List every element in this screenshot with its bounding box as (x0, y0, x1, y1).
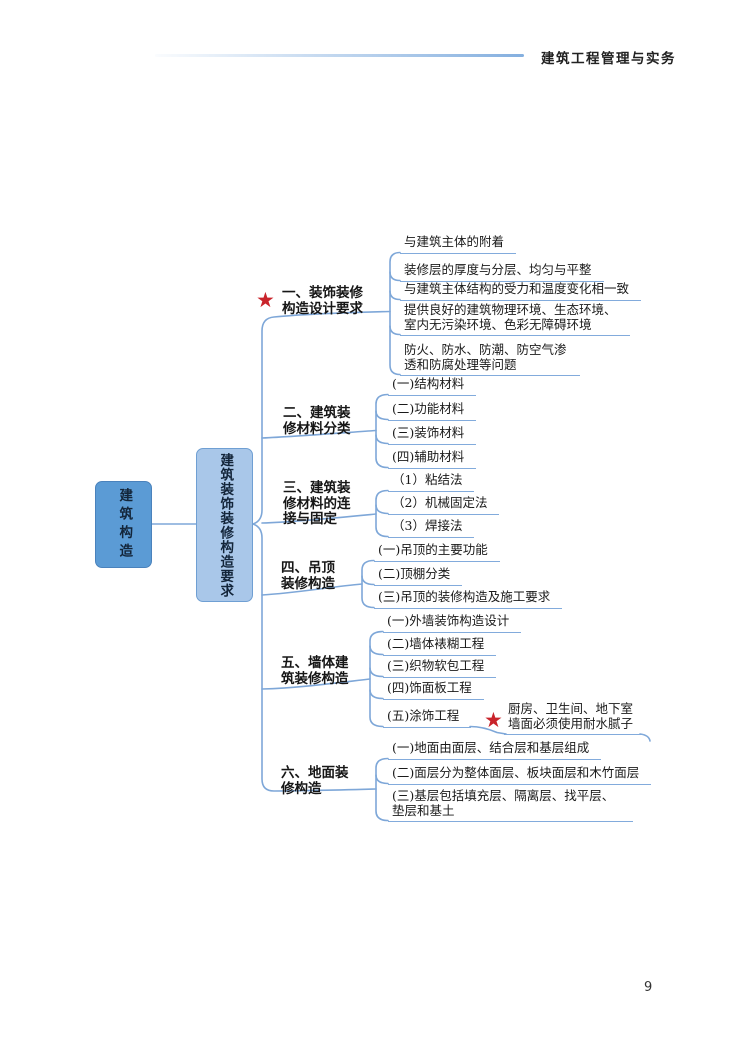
branch3-leaf-elbow (375, 504, 389, 515)
leaf-node: (三)吊顶的装修构造及施工要求 (374, 589, 563, 609)
branch5-leaf-elbow (369, 645, 384, 656)
page-number: 9 (644, 980, 653, 995)
leaf-node: (一)外墙装饰构造设计 (383, 613, 522, 633)
branch6-bracket (375, 757, 389, 822)
branch3-bracket (375, 489, 389, 538)
leaf-node: 防火、防水、防潮、防空气渗透和防腐处理等问题 (400, 342, 580, 376)
leaf-node: (一)地面由面层、结合层和基层组成 (388, 740, 602, 760)
branch1-leaf-elbow (389, 290, 401, 301)
branch-label-6: 六、地面装修构造 (281, 765, 349, 797)
branch2-leaf-elbow (375, 434, 389, 445)
leaf-node: 与建筑主体结构的受力和温度变化相一致 (400, 281, 642, 301)
star-icon: ★ (484, 708, 503, 732)
leaf-node: 与建筑主体的附着 (400, 234, 517, 254)
leaf-node: (三)装饰材料 (388, 425, 477, 445)
branch6-leaf-elbow (375, 774, 389, 785)
branch1-bracket (389, 251, 401, 376)
leaf-node: （3）焊接法 (388, 518, 475, 538)
branch4-bracket (361, 559, 375, 609)
leaf-node: (二)墙体裱糊工程 (383, 636, 497, 656)
topic-node-label: 建筑装饰装修构造要求 (217, 452, 234, 598)
topic-node: 建筑装饰装修构造要求 (196, 448, 253, 602)
leaf-node: (四)辅助材料 (388, 449, 477, 469)
root-node-label: 建筑构造 (116, 487, 133, 562)
leaf-node: （1）粘结法 (388, 472, 475, 492)
branch-label-4: 四、吊顶装修构造 (281, 560, 335, 592)
note-underline-tail (639, 733, 651, 742)
header-rule (155, 54, 524, 57)
header-title: 建筑工程管理与实务 (541, 51, 676, 67)
branch-label-1: 一、装饰装修构造设计要求 (282, 285, 363, 317)
leaf-node: (三)基层包括填充层、隔离层、找平层、垫层和基土 (388, 788, 633, 822)
leaf-node: (三)织物软包工程 (383, 658, 497, 678)
leaf-node: (四)饰面板工程 (383, 680, 484, 700)
branch1-leaf-elbow (389, 325, 401, 336)
branch5-leaf-elbow (369, 689, 384, 700)
branch-label-3: 三、建筑装修材料的连接与固定 (283, 480, 351, 527)
branch2-bracket (375, 393, 389, 469)
branch4-leaf-elbow (361, 575, 375, 586)
branch5-leaf-elbow (369, 667, 384, 678)
branch-label-5: 五、墙体建筑装修构造 (281, 655, 349, 687)
branch1-leaf-elbow (389, 271, 401, 282)
branch-label-2: 二、建筑装修材料分类 (283, 405, 351, 437)
leaf-node: (一)结构材料 (388, 376, 477, 396)
branch2-leaf-elbow (375, 410, 389, 421)
leaf-node: (二)面层分为整体面层、板块面层和木竹面层 (388, 765, 652, 785)
root-node: 建筑构造 (95, 481, 152, 568)
leaf-node: (二)顶棚分类 (374, 566, 463, 586)
leaf-node: （2）机械固定法 (388, 495, 500, 515)
branch5-bracket (369, 630, 384, 728)
leaf-node: (二)功能材料 (388, 401, 477, 421)
star-icon: ★ (256, 288, 275, 312)
leaf-node: (一)吊顶的主要功能 (374, 542, 500, 562)
leaf-node: 装修层的厚度与分层、均匀与平整 (400, 262, 604, 282)
note-node: 厨房、卫生间、地下室墙面必须使用耐水腻子 (504, 701, 644, 735)
leaf-node: 提供良好的建筑物理环境、生态环境、室内无污染环境、色彩无障碍环境 (400, 302, 630, 336)
leaf-node: (五)涂饰工程 (383, 708, 472, 728)
